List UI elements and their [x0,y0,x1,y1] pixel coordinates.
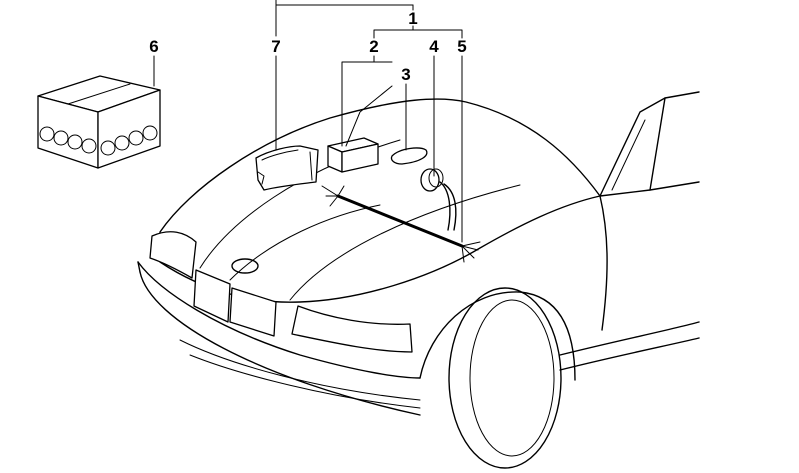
part-2-module [327,137,379,173]
part-7-cover [255,145,319,191]
callout-7: 7 [271,37,280,56]
callout-6: 6 [149,37,158,56]
callout-5: 5 [457,37,466,56]
part-6-kit-box [37,75,161,169]
part-4-socket [420,168,457,231]
kit-box-rolls [39,125,158,156]
callout-3: 3 [401,65,410,84]
callout-1: 1 [408,9,417,28]
part-3-lens [390,147,428,165]
leader-lines [153,0,463,243]
callout-2: 2 [369,37,378,56]
car-front-illustration [137,91,700,469]
part-5-wire-harness [321,185,481,263]
callout-4: 4 [429,37,439,56]
